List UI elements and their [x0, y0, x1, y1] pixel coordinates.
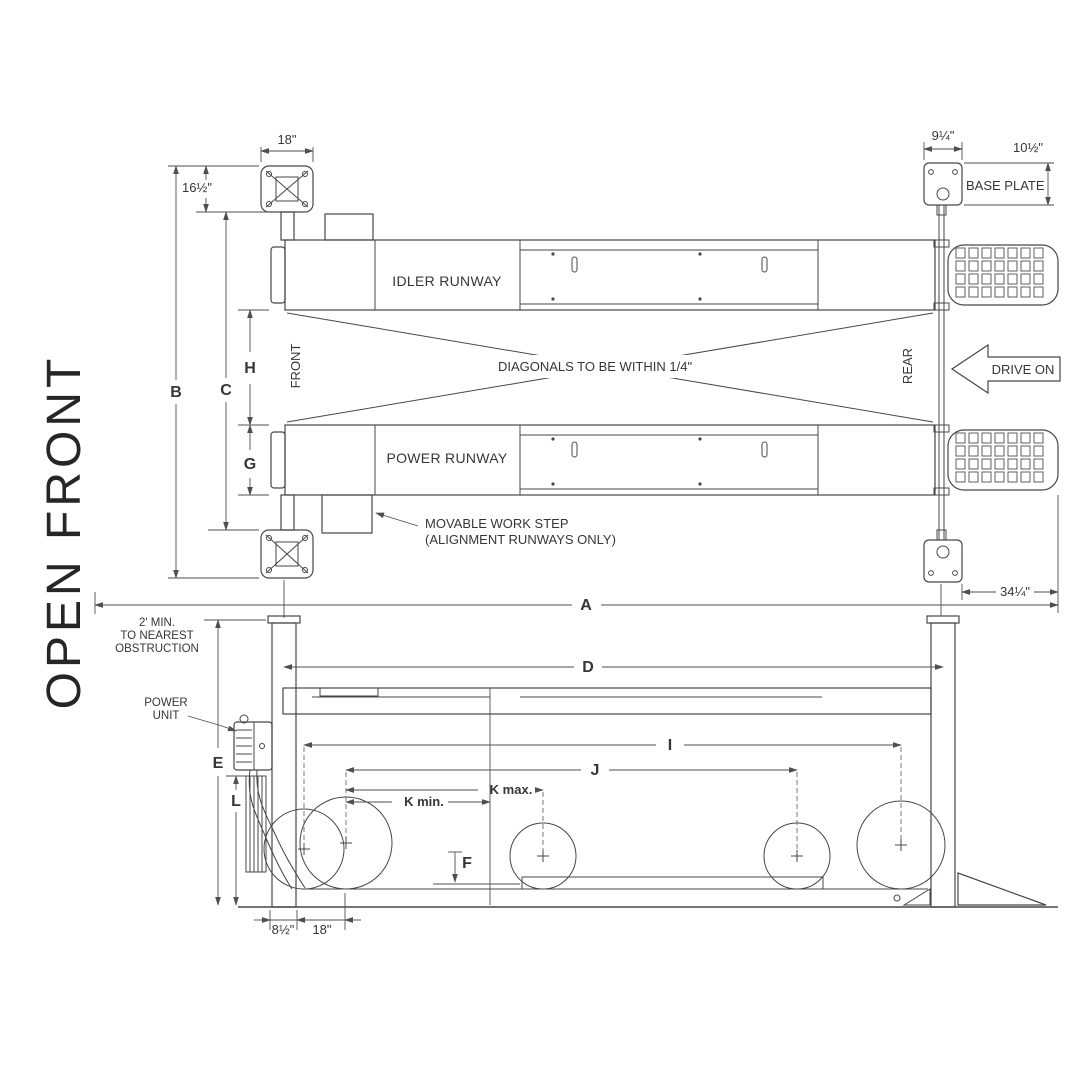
wheel-front-large	[263, 808, 345, 890]
dim-9-25: 9¼"	[932, 128, 955, 143]
side-view: 2' MIN. TO NEAREST OBSTRUCTION POWER UNI…	[115, 615, 1058, 937]
rear-cross-rod	[933, 205, 950, 540]
dim-10-5: 10½"	[1013, 140, 1043, 155]
base-plate-label: BASE PLATE	[966, 178, 1045, 193]
drive-on-ramp	[957, 872, 1047, 906]
power-runway-label: POWER RUNWAY	[386, 450, 507, 466]
dim-B: B	[170, 384, 182, 401]
front-label: FRONT	[288, 344, 303, 389]
rear-label: REAR	[900, 348, 915, 384]
wheel-centerlines	[303, 747, 902, 850]
front-left-post-plate	[260, 165, 314, 241]
power-unit	[233, 714, 306, 890]
dim-I: I	[668, 737, 672, 754]
rear-right-base-plate-top	[923, 162, 963, 216]
dim-J: J	[591, 762, 600, 779]
clearance-note-line3: OBSTRUCTION	[115, 643, 199, 655]
lowered-runway-and-floor	[238, 872, 1058, 908]
side-dimension-lines	[187, 619, 944, 930]
dim-18-bottom: 18"	[312, 922, 331, 937]
diagonals-note: DIAGONALS TO BE WITHIN 1/4"	[498, 359, 693, 374]
vehicle-wheels	[263, 796, 946, 890]
dim-F: F	[462, 855, 472, 872]
diagonal-check-lines	[286, 312, 934, 423]
plan-view: 18" 16½" B C H G IDLER RUNWAY POWER RUNW…	[94, 128, 1061, 618]
idler-runway	[270, 213, 1059, 311]
drive-on-arrow	[950, 343, 1061, 395]
dim-8-5: 8½"	[272, 922, 295, 937]
power-unit-label-line2: UNIT	[153, 710, 180, 722]
dim-G: G	[244, 456, 256, 473]
dim-K-min: K min.	[404, 794, 444, 809]
dim-L: L	[231, 793, 241, 810]
clearance-note-line1: 2' MIN.	[139, 617, 175, 629]
idler-runway-label: IDLER RUNWAY	[392, 273, 502, 289]
wheel-mid-front	[509, 822, 577, 890]
wheel-rear-large	[856, 800, 946, 890]
dim-34-25: 34¼"	[1000, 584, 1030, 599]
dim-C: C	[220, 382, 232, 399]
dim-E: E	[213, 755, 224, 772]
clearance-note-line2: TO NEAREST	[120, 630, 193, 642]
dim-A: A	[580, 597, 592, 614]
dim-18-top: 18"	[277, 132, 296, 147]
power-runway	[270, 424, 1059, 534]
work-step-note-line1: MOVABLE WORK STEP	[425, 516, 569, 531]
work-step-note-line2: (ALIGNMENT RUNWAYS ONLY)	[425, 532, 616, 547]
front-left-base-plate	[260, 494, 314, 579]
power-unit-label-line1: POWER	[144, 697, 187, 709]
dim-K-max: K max.	[490, 782, 533, 797]
drive-on-label: DRIVE ON	[992, 362, 1055, 377]
dim-H: H	[244, 360, 256, 377]
open-front-title: OPEN FRONT	[38, 355, 91, 710]
plan-dimension-lines	[94, 142, 1059, 618]
right-post	[926, 615, 960, 908]
rear-right-base-plate-bottom	[923, 529, 963, 583]
dim-D: D	[582, 659, 594, 676]
runway-side-profile	[282, 687, 932, 905]
left-post	[267, 615, 301, 908]
dim-16-5: 16½"	[182, 180, 212, 195]
